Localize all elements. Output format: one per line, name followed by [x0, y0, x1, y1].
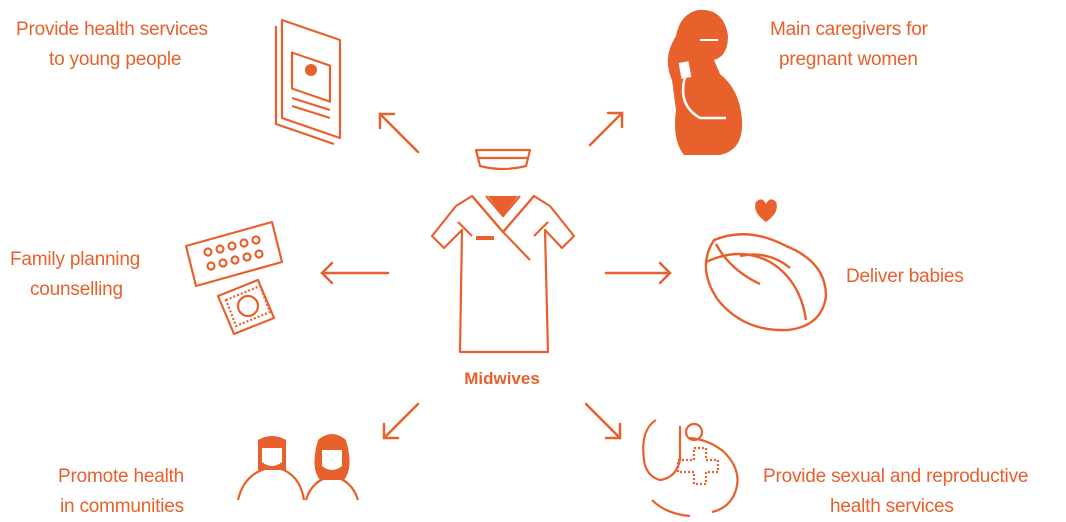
label-deliver-babies: Deliver babies	[846, 262, 964, 292]
arrow-to-deliver-babies	[604, 261, 672, 285]
label-young-people-line1: Provide health services	[16, 19, 208, 40]
midwives-label: Midwives	[464, 369, 540, 388]
label-communities-line1: Promote health	[58, 466, 185, 487]
arrow-to-srh-services	[584, 402, 622, 440]
label-young-people: Provide health services to young people	[16, 15, 208, 75]
label-family-planning-line1: Family planning	[10, 249, 141, 270]
label-family-planning: Family planning counselling	[10, 245, 140, 305]
uniform-pocket	[476, 236, 494, 240]
brochure-heart-icon	[305, 64, 317, 76]
label-young-people-line2: to young people	[49, 49, 182, 70]
contraceptives-icon	[184, 220, 284, 336]
nurse-cap-icon	[474, 148, 532, 171]
baby-heart-icon	[755, 199, 777, 222]
label-srh-services: Provide sexual and reproductive health s…	[763, 462, 1028, 522]
midwife-uniform-icon	[430, 194, 576, 354]
arrow-to-young-people	[378, 112, 420, 154]
brochure-icon	[274, 18, 342, 146]
arrow-to-pregnant-women	[588, 111, 624, 147]
label-pregnant-women: Main caregivers for pregnant women	[770, 15, 928, 75]
arrow-to-communities	[382, 402, 420, 440]
label-communities-line2: in communities	[60, 496, 184, 517]
uniform-collar	[488, 196, 518, 215]
pregnant-woman-icon	[667, 9, 743, 155]
newborn-baby-icon	[704, 233, 828, 332]
stethoscope-cross-icon	[642, 419, 739, 518]
health-workers-icon	[236, 434, 360, 501]
label-communities: Promote health in communities	[58, 462, 184, 522]
label-srh-line2: health services	[830, 496, 954, 517]
arrow-to-family-planning	[320, 261, 390, 285]
label-pregnant-line2: pregnant women	[779, 49, 918, 70]
label-srh-line1: Provide sexual and reproductive	[763, 466, 1029, 487]
label-family-planning-line2: counselling	[30, 279, 123, 300]
label-deliver-line1: Deliver babies	[846, 266, 964, 287]
label-pregnant-line1: Main caregivers for	[770, 19, 928, 40]
